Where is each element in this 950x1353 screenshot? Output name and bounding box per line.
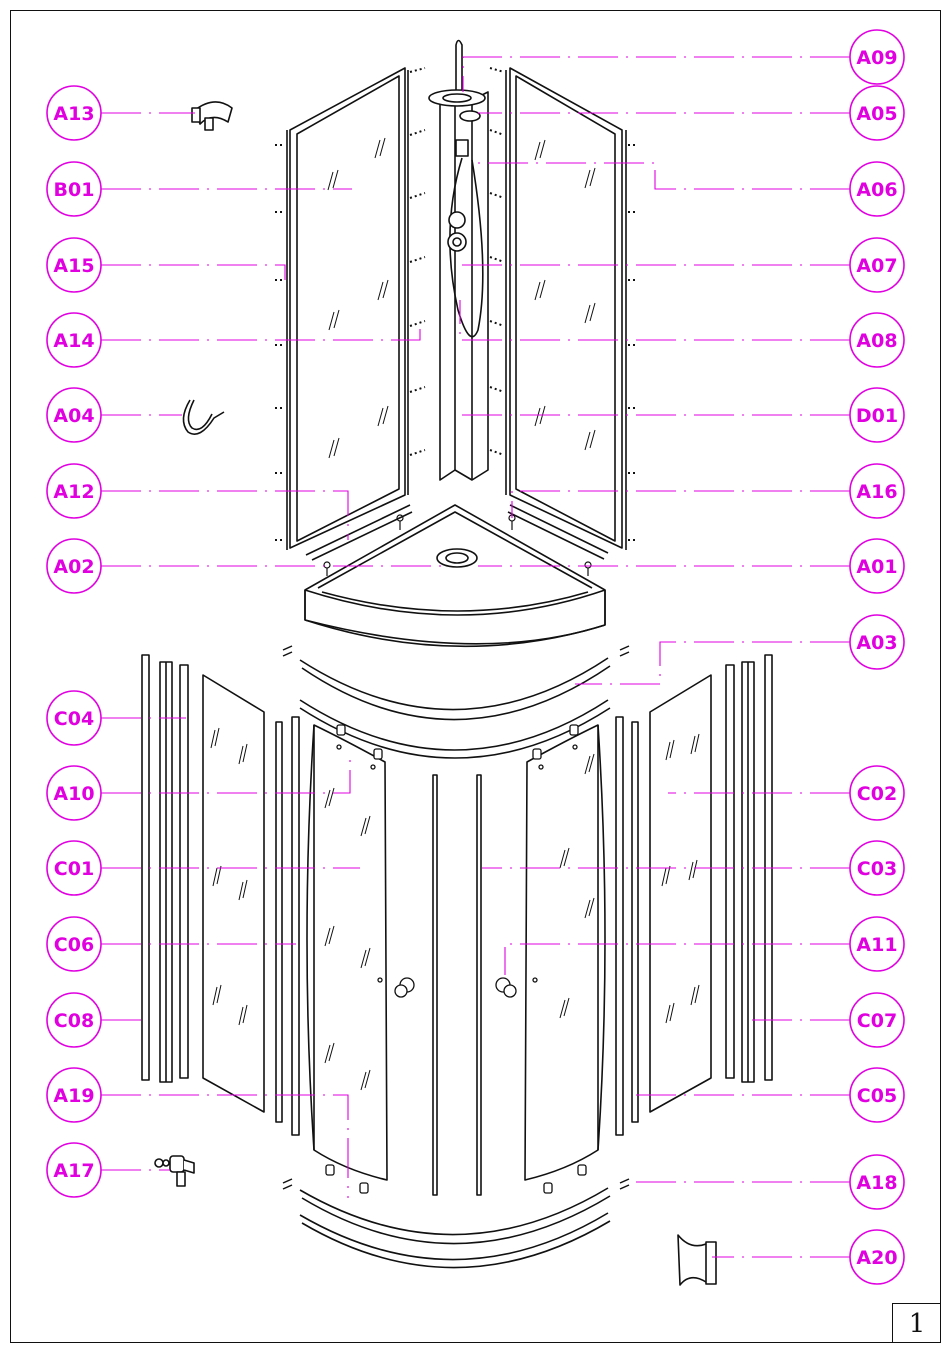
- callout-label: A10: [53, 783, 94, 805]
- callout-a15: A15: [47, 238, 101, 292]
- callout-a14: A14: [47, 313, 101, 367]
- callout-a18: A18: [850, 1155, 904, 1209]
- callout-a08: A08: [850, 313, 904, 367]
- callout-c08: C08: [47, 993, 101, 1047]
- callout-label: A04: [53, 405, 94, 427]
- callout-label: A09: [856, 47, 897, 69]
- callout-a16: A16: [850, 464, 904, 518]
- callout-label: D01: [856, 405, 898, 427]
- hose-a04: [183, 400, 224, 434]
- callout-a17: A17: [47, 1143, 101, 1197]
- callout-label: C05: [857, 1085, 897, 1107]
- callout-a11: A11: [850, 917, 904, 971]
- callout-label: A08: [856, 330, 897, 352]
- bottom-curved-track: [283, 1179, 629, 1268]
- callout-c05: C05: [850, 1068, 904, 1122]
- callout-label: A19: [53, 1085, 94, 1107]
- left-sliding-door: [307, 725, 437, 1195]
- callout-label: C03: [857, 858, 897, 880]
- callout-a09: A09: [850, 30, 904, 84]
- callout-label: A07: [856, 255, 897, 277]
- callout-c07: C07: [850, 993, 904, 1047]
- parts-drawing: [142, 41, 772, 1286]
- wall-panel-right: [490, 68, 638, 559]
- left-frame-profiles: [142, 655, 299, 1135]
- callout-label: C02: [857, 783, 897, 805]
- callout-a05: A05: [850, 86, 904, 140]
- shower-tray: [305, 505, 605, 646]
- callout-label: C08: [54, 1010, 94, 1032]
- elbow-a17: [155, 1156, 194, 1186]
- callout-c01: C01: [47, 841, 101, 895]
- callout-label: A12: [53, 481, 94, 503]
- callout-a02: A02: [47, 539, 101, 593]
- callout-label: A05: [856, 103, 897, 125]
- callout-b01: B01: [47, 162, 101, 216]
- callout-label: A13: [53, 103, 94, 125]
- callout-label: A14: [53, 330, 94, 352]
- callout-a01: A01: [850, 539, 904, 593]
- callout-label: A11: [856, 934, 897, 956]
- callout-label: C06: [54, 934, 94, 956]
- callout-a03: A03: [850, 615, 904, 669]
- callout-label: A20: [856, 1247, 897, 1269]
- callout-c04: C04: [47, 691, 101, 745]
- callout-a20: A20: [850, 1230, 904, 1284]
- callout-label: C01: [54, 858, 94, 880]
- shower-column: [429, 41, 488, 481]
- callout-label: A16: [856, 481, 897, 503]
- callout-a06: A06: [850, 162, 904, 216]
- callout-a10: A10: [47, 766, 101, 820]
- callout-label: A06: [856, 179, 897, 201]
- page-number: 1: [892, 1303, 941, 1343]
- callout-d01: D01: [850, 388, 904, 442]
- right-frame-profiles: [616, 655, 772, 1135]
- callout-a07: A07: [850, 238, 904, 292]
- callout-label: A01: [856, 556, 897, 578]
- callout-a13: A13: [47, 86, 101, 140]
- right-sliding-door: [477, 725, 605, 1195]
- wall-panel-left: [275, 68, 425, 560]
- leader-line: [101, 265, 285, 280]
- callout-a04: A04: [47, 388, 101, 442]
- callout-a12: A12: [47, 464, 101, 518]
- callout-label: A15: [53, 255, 94, 277]
- callout-label: A18: [856, 1172, 897, 1194]
- callout-a19: A19: [47, 1068, 101, 1122]
- callout-label: B01: [54, 179, 95, 201]
- bracket-a13: [192, 102, 232, 130]
- callout-label: A03: [856, 632, 897, 654]
- callout-c06: C06: [47, 917, 101, 971]
- callout-label: A17: [53, 1160, 94, 1182]
- handle-a20: [678, 1235, 716, 1285]
- callout-label: C07: [857, 1010, 897, 1032]
- callout-c02: C02: [850, 766, 904, 820]
- callout-label: C04: [54, 708, 94, 730]
- leader-line: [575, 642, 850, 684]
- callout-label: A02: [53, 556, 94, 578]
- callout-c03: C03: [850, 841, 904, 895]
